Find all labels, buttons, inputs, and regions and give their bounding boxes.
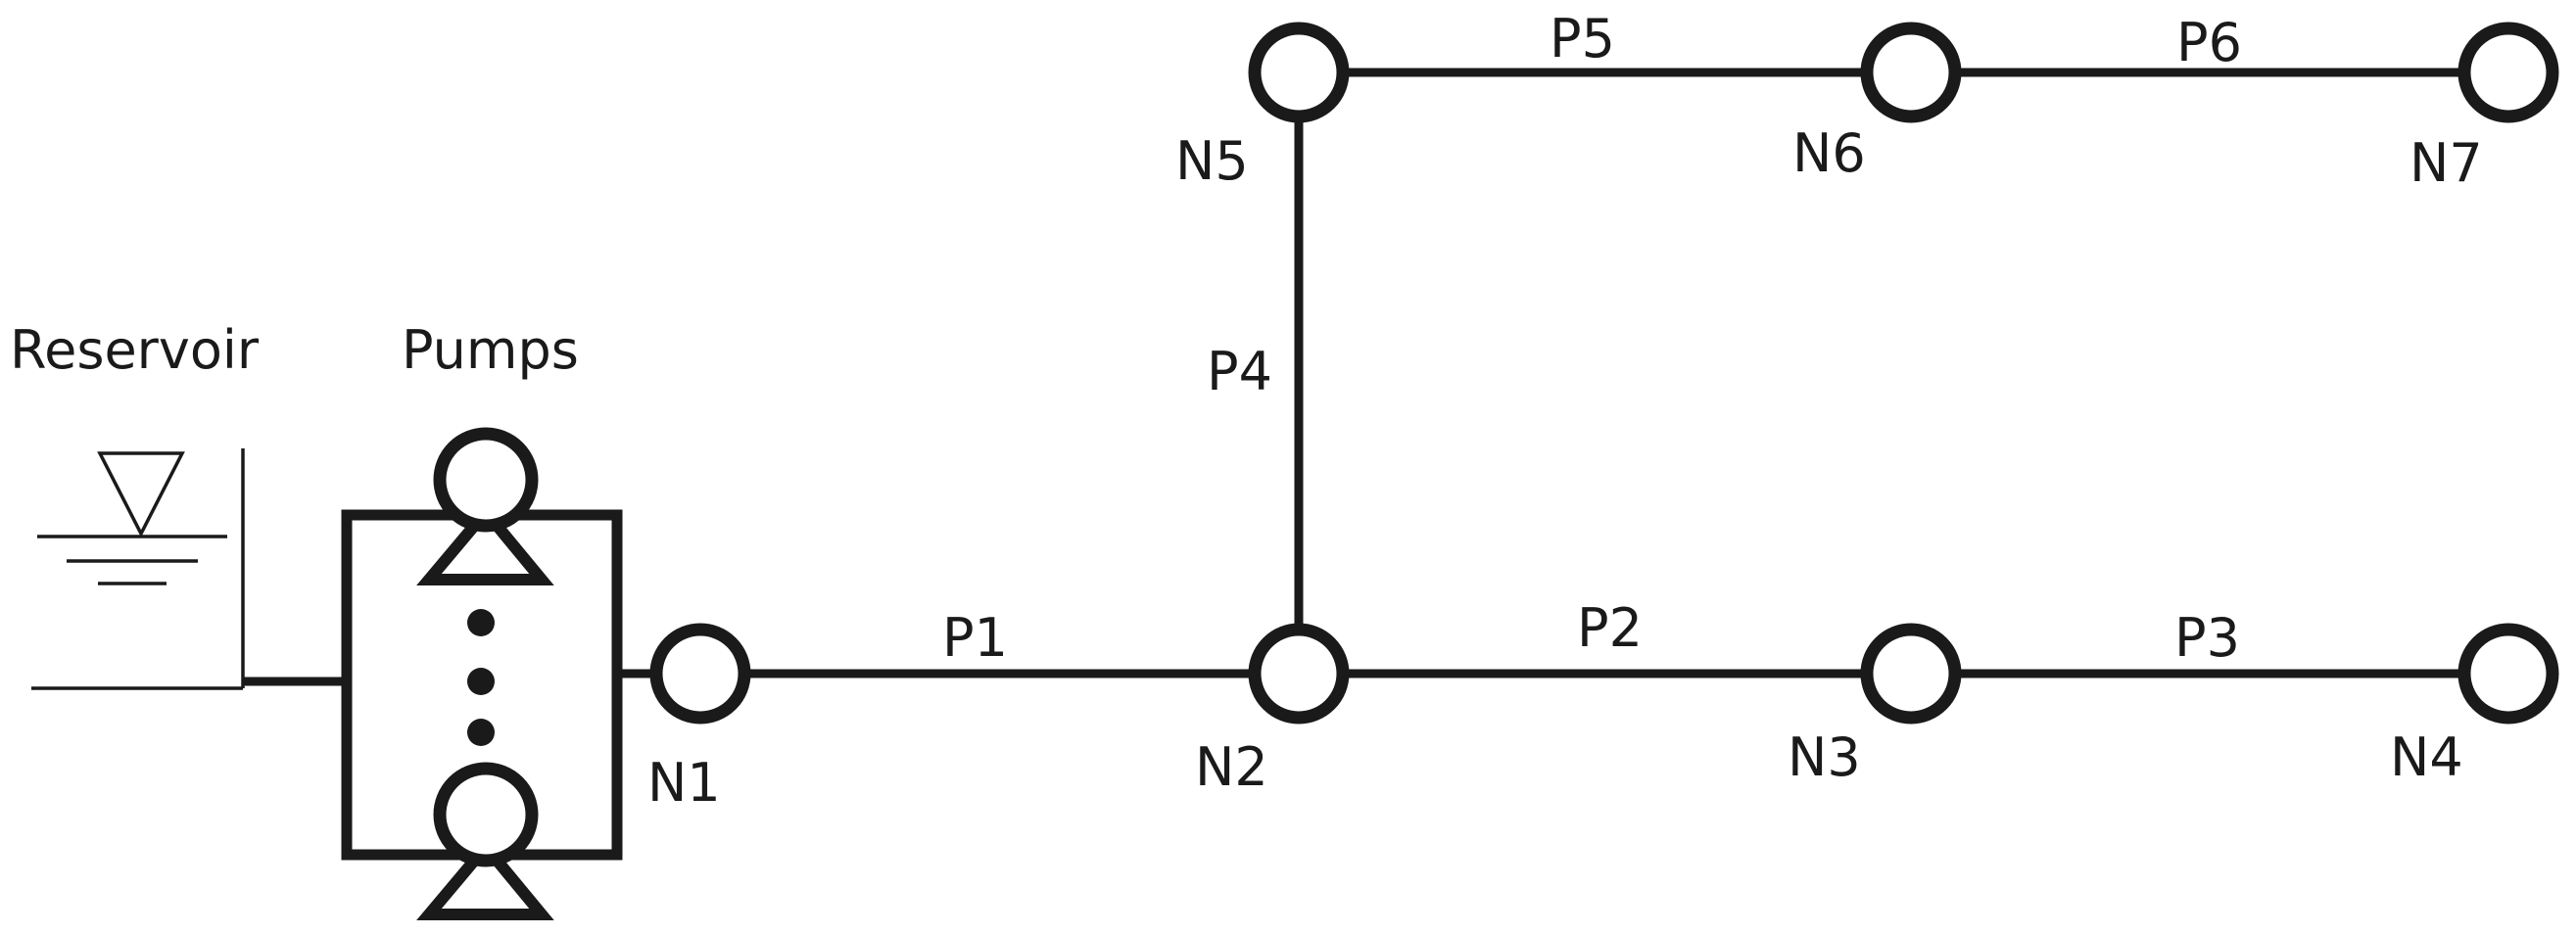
node-n6 [1860,22,1962,123]
node-label-n4: N4 [2390,726,2463,788]
pipe-label-p1: P1 [942,607,1008,669]
pipe-label-p5: P5 [1550,8,1615,70]
reservoir [31,448,245,690]
node-label-n6: N6 [1792,122,1866,184]
node-n4 [2457,623,2559,725]
pipe-label-p4: P4 [1207,341,1272,402]
node-n3 [1860,623,1962,725]
ellipsis-dot-2 [467,668,495,695]
node-label-n7: N7 [2409,132,2483,194]
node-n7 [2457,22,2559,123]
pumps-assembly [341,427,623,920]
node-n1 [649,623,751,725]
node-n5 [1248,22,1350,123]
node-n2 [1248,623,1350,725]
ellipsis-dot-3 [467,719,495,746]
water-level-triangle-icon [97,451,185,538]
reservoir-label: Reservoir [10,319,260,381]
pump-top-icon [416,427,554,585]
pump-bottom-icon [416,762,554,920]
node-label-n2: N2 [1195,736,1268,798]
pumps-label: Pumps [402,319,579,381]
node-label-n5: N5 [1175,130,1249,192]
pipe-label-p2: P2 [1577,597,1643,659]
node-label-n1: N1 [647,752,721,814]
pipe-label-p3: P3 [2174,607,2240,669]
node-label-n3: N3 [1788,726,1861,788]
pipe-label-p6: P6 [2176,12,2242,73]
ellipsis-dot-1 [467,609,495,636]
